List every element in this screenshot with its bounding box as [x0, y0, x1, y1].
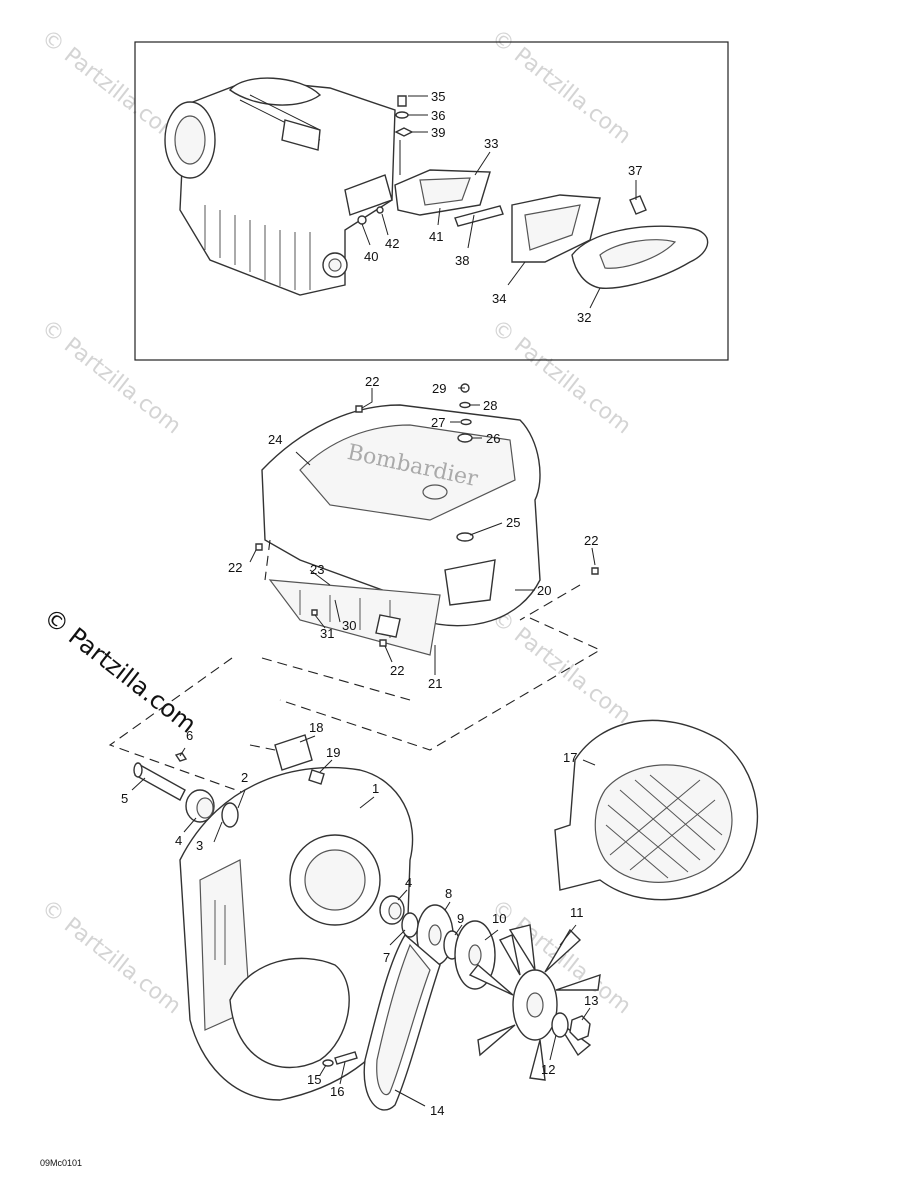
- callout-35: 35: [431, 89, 445, 104]
- callout-27: 27: [431, 415, 445, 430]
- callout-22: 22: [228, 560, 242, 575]
- watermark-text: © Partzilla.com: [36, 315, 185, 439]
- callout-18: 18: [309, 720, 323, 735]
- callout-30: 30: [342, 618, 356, 633]
- watermark-text: © Partzilla.com: [36, 895, 185, 1019]
- callout-2: 2: [241, 770, 248, 785]
- callout-38: 38: [455, 253, 469, 268]
- callout-36: 36: [431, 108, 445, 123]
- watermark-text: © Partzilla.com: [36, 25, 185, 149]
- callout-1: 1: [372, 781, 379, 796]
- callout-14: 14: [430, 1103, 444, 1118]
- assembly-dashed-lines: [108, 539, 602, 796]
- callout-17: 17: [563, 750, 577, 765]
- callout-15: 15: [307, 1072, 321, 1087]
- fan-leaders: [131, 735, 596, 1107]
- callout-28: 28: [483, 398, 497, 413]
- callout-32: 32: [577, 310, 591, 325]
- watermark-text: © Partzilla.com: [486, 605, 635, 729]
- callout-39: 39: [431, 125, 445, 140]
- callout-22: 22: [584, 533, 598, 548]
- engine-cover: Bombardier: [261, 404, 541, 656]
- inset-small-parts: [357, 95, 709, 289]
- callout-25: 25: [506, 515, 520, 530]
- callout-20: 20: [537, 583, 551, 598]
- shaft-and-bearings: [133, 734, 325, 828]
- callout-31: 31: [320, 626, 334, 641]
- callout-10: 10: [492, 911, 506, 926]
- diagram-code: 09Mc0101: [40, 1158, 82, 1168]
- callout-33: 33: [484, 136, 498, 151]
- callout-9: 9: [457, 911, 464, 926]
- fan-small-parts: [322, 1051, 358, 1067]
- fan-housing: [179, 767, 414, 1101]
- callout-19: 19: [326, 745, 340, 760]
- callout-13: 13: [584, 993, 598, 1008]
- callout-22: 22: [390, 663, 404, 678]
- callout-8: 8: [445, 886, 452, 901]
- callout-34: 34: [492, 291, 506, 306]
- drive-belt: [363, 933, 441, 1111]
- pulley-and-fan: [379, 895, 601, 1081]
- callout-40: 40: [364, 249, 378, 264]
- callout-29: 29: [432, 381, 446, 396]
- callout-23: 23: [310, 562, 324, 577]
- callout-16: 16: [330, 1084, 344, 1099]
- callout-6: 6: [186, 728, 193, 743]
- callout-41: 41: [429, 229, 443, 244]
- cover-leaders: [249, 387, 596, 675]
- callout-4: 4: [175, 833, 182, 848]
- callout-3: 3: [196, 838, 203, 853]
- callout-22: 22: [365, 374, 379, 389]
- callout-7: 7: [383, 950, 390, 965]
- watermark-text: © Partzilla.com: [486, 25, 635, 149]
- watermark-text-bold: © Partzilla.com: [38, 603, 201, 739]
- callout-21: 21: [428, 676, 442, 691]
- callout-37: 37: [628, 163, 642, 178]
- callout-42: 42: [385, 236, 399, 251]
- inset-frame: [134, 41, 729, 361]
- callout-11: 11: [570, 905, 584, 920]
- engine-assembly: [164, 77, 396, 296]
- callout-24: 24: [268, 432, 282, 447]
- callout-4: 4: [405, 875, 412, 890]
- fan-shroud: [554, 719, 759, 901]
- callouts: 35 36 39 33 37 41 42 40 38 34 32 22 29 2…: [121, 89, 642, 1118]
- callout-12: 12: [541, 1062, 555, 1077]
- callout-26: 26: [486, 431, 500, 446]
- callout-5: 5: [121, 791, 128, 806]
- inset-leaders: [361, 95, 637, 309]
